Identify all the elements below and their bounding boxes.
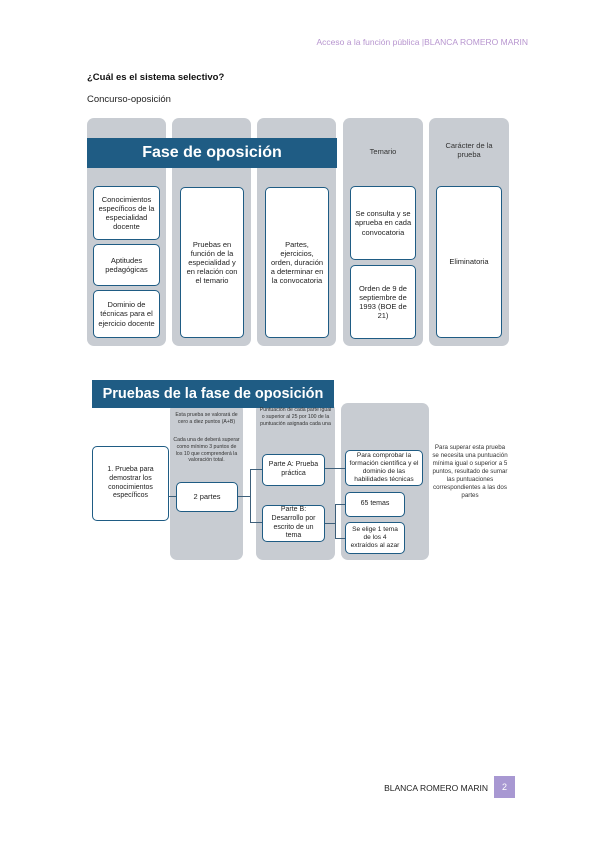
page-header: Acceso a la función pública |BLANCA ROME… [316, 37, 528, 47]
column-valoracion [170, 403, 243, 560]
valoracion-note-1: Esta prueba se valorará de cero a diez p… [175, 412, 238, 425]
parte-a-box: Parte A: Prueba práctica [262, 454, 325, 486]
connector [325, 523, 335, 524]
elige-box: Se elige 1 tema de los 4 extraídos al az… [345, 522, 405, 554]
connector [335, 538, 345, 539]
connector [325, 468, 345, 469]
connector [335, 504, 345, 505]
section-question: ¿Cuál es el sistema selectivo? [87, 72, 225, 83]
fase-oposicion-title: Fase de oposición [87, 138, 337, 168]
connector [238, 496, 250, 497]
connector [335, 504, 336, 538]
connector [250, 469, 262, 470]
comprobar-box: Para comprobar la formación científica y… [345, 450, 423, 486]
page-number: 2 [494, 776, 515, 798]
connector [250, 522, 262, 523]
section-subtitle: Concurso-oposición [87, 94, 171, 105]
caracter-label: Carácter de la prueba [445, 141, 493, 160]
temario-label: Temario [369, 147, 397, 156]
prueba1-box: 1. Prueba para demostrar los conocimient… [92, 446, 169, 521]
superar-note: Para superar esta prueba se necesita una… [432, 444, 508, 500]
parte-b-box: Parte B: Desarrollo por escrito de un te… [262, 505, 325, 542]
footer-author: BLANCA ROMERO MARIN [384, 783, 488, 793]
connector [169, 496, 176, 497]
valoracion-note-2: Cada una de deberá superar como mínimo 3… [173, 437, 240, 464]
connector [250, 469, 251, 523]
pruebas-title: Pruebas de la fase de oposición [92, 380, 334, 408]
dos-partes-box: 2 partes [176, 482, 238, 512]
temario-consulta-box: Se consulta y se aprueba en cada convoca… [350, 186, 416, 260]
pruebas-box: Pruebas en función de la especialidad y … [180, 187, 244, 338]
dominio-box: Dominio de técnicas para el ejercicio do… [93, 290, 160, 338]
partes-box: Partes, ejercicios, orden, duración a de… [265, 187, 329, 338]
aptitudes-box: Aptitudes pedagógicas [93, 244, 160, 286]
puntuacion-note: Puntuación de cada parte igual o superio… [259, 407, 332, 427]
eliminatoria-box: Eliminatoria [436, 186, 502, 338]
conocimientos-box: Conocimientos específicos de la especial… [93, 186, 160, 240]
temario-orden-box: Orden de 9 de septiembre de 1993 (BOE de… [350, 265, 416, 339]
temas-box: 65 temas [345, 492, 405, 517]
